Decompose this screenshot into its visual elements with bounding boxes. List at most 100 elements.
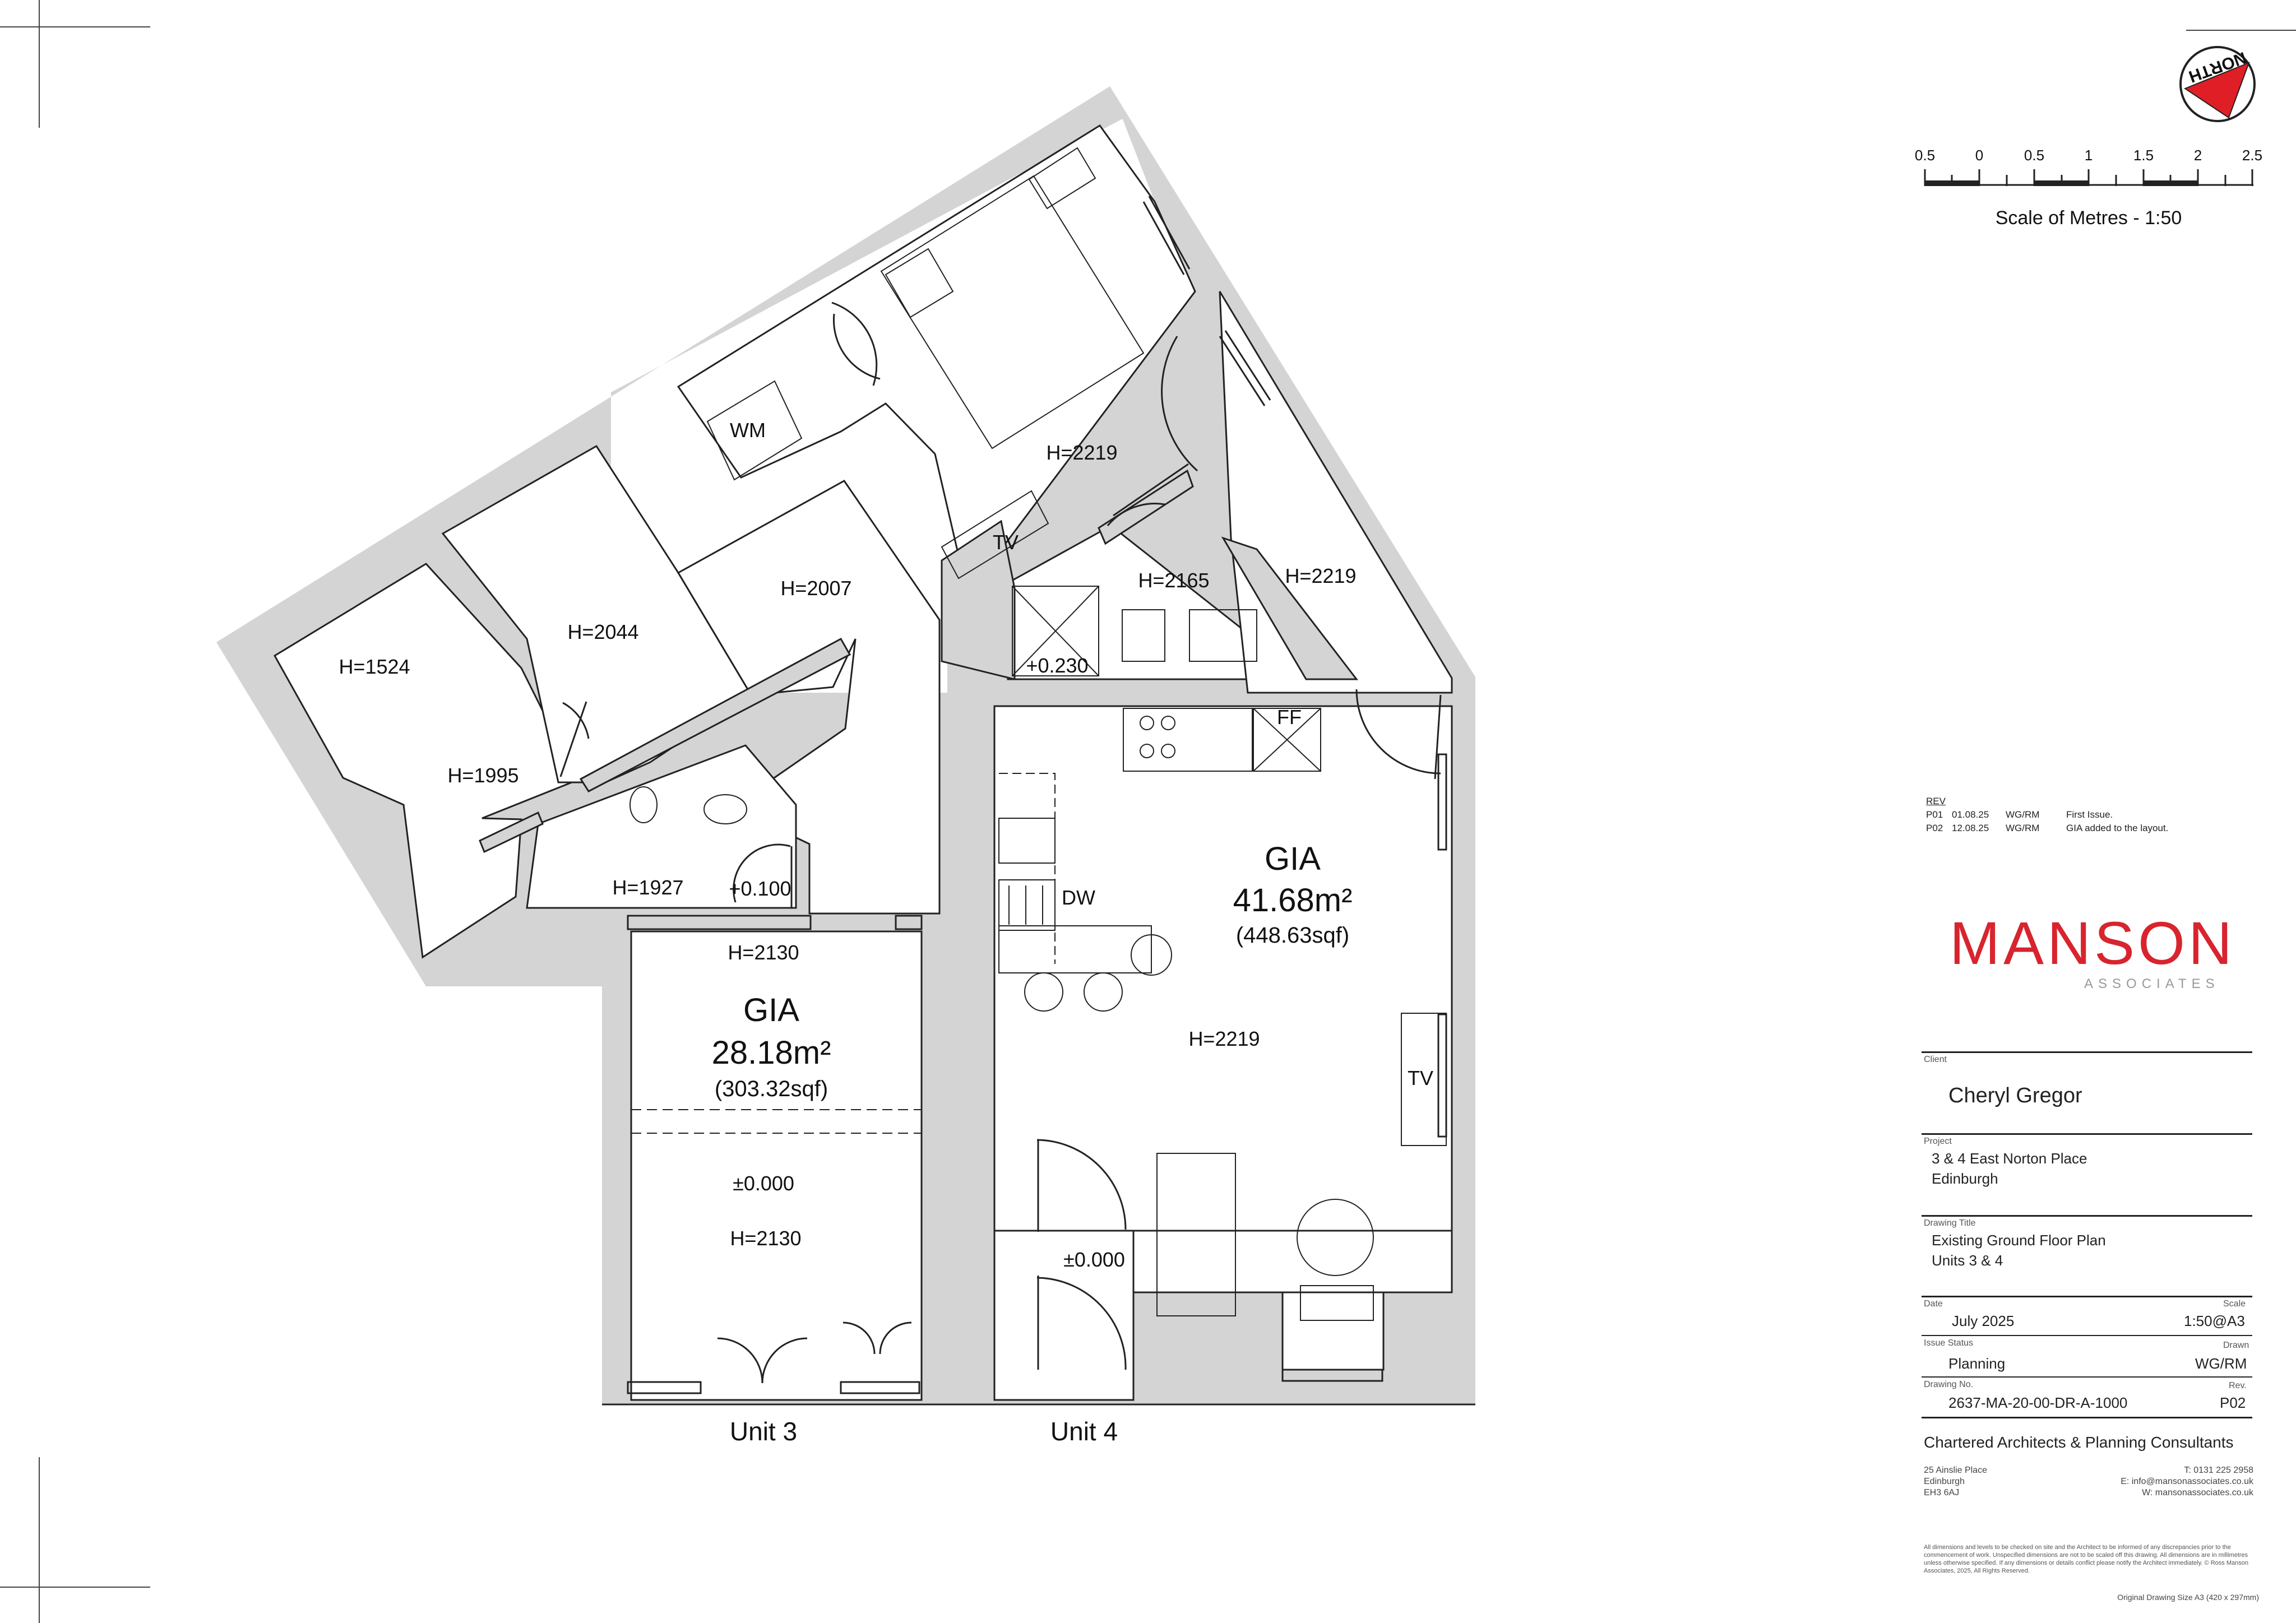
rev-note: GIA added to the layout. (2066, 823, 2169, 833)
unit4-bay (1132, 1230, 1453, 1293)
label-h2044: H=2044 (567, 620, 638, 643)
client-label: Client (1924, 1055, 1947, 1064)
divider (1922, 1133, 2252, 1135)
gia-unit3-label: GIA (743, 992, 799, 1028)
main-tv-unit (1401, 1013, 1447, 1146)
bed (880, 175, 1145, 449)
brand-sub: ASSOCIATES (2084, 976, 2220, 991)
label-p0230: +0.230 (1026, 654, 1088, 677)
date-label: Date (1924, 1299, 1943, 1309)
rev-code: P01 (1926, 809, 1943, 820)
label-h1524: H=1524 (339, 655, 410, 678)
room-h1524 (273, 563, 579, 959)
date-value: July 2025 (1952, 1313, 2015, 1329)
practice: Chartered Architects & Planning Consulta… (1924, 1434, 2234, 1451)
scale-tick-label: 1 (2085, 147, 2093, 164)
label-tv-main: TV (1408, 1066, 1433, 1089)
gia-unit4: GIA 41.68m² (448.63sqf) (1233, 841, 1353, 948)
divider (1922, 1051, 2252, 1053)
scale-tick-label: 0.5 (1915, 147, 1935, 164)
bed-tv-unit (941, 490, 1049, 579)
drawing-no-value: 2637-MA-20-00-DR-A-1000 (1948, 1394, 2128, 1411)
scale-tick-label: 0 (1975, 147, 1983, 164)
label-wm: WM (730, 419, 766, 442)
washing-machine (706, 380, 803, 481)
partitions (479, 469, 1359, 930)
label-h1995: H=1995 (447, 764, 519, 787)
gia-unit4-label: GIA (1265, 841, 1321, 877)
doors (559, 302, 1442, 1384)
revision-header: REV (1926, 796, 1946, 806)
rev-value: P02 (2220, 1394, 2246, 1411)
label-h2007: H=2007 (780, 577, 851, 600)
label-h1927: H=1927 (612, 876, 683, 899)
gia-unit3-area: 28.18m² (712, 1035, 831, 1071)
room-labels: H=1524 H=2044 H=2007 H=1995 H=1927 +0.10… (339, 419, 1433, 1271)
rev-by: WG/RM (2006, 809, 2040, 820)
drawing-title-line1: Existing Ground Floor Plan (1932, 1232, 2106, 1249)
project-line1: 3 & 4 East Norton Place (1932, 1150, 2087, 1167)
unit3-label: Unit 3 (730, 1417, 797, 1446)
gia-unit3: GIA 28.18m² (303.32sqf) (712, 992, 831, 1101)
web-link[interactable]: W: mansonassociates.co.uk (2142, 1488, 2253, 1497)
label-dw: DW (1062, 886, 1095, 909)
rooms (273, 124, 1453, 1401)
revision-row: P01 01.08.25 WG/RM First Issue. (1926, 808, 2168, 822)
project-line2: Edinburgh (1932, 1170, 1998, 1187)
label-pm0000-unit3: ±0.000 (733, 1172, 794, 1195)
drawn-value: WG/RM (2195, 1355, 2247, 1372)
scale-tick-label: 2.5 (2242, 147, 2262, 164)
rev-code: P02 (1926, 823, 1943, 833)
label-h2130-bottom: H=2130 (730, 1227, 801, 1250)
divider (1922, 1335, 2252, 1336)
scale-tick-label: 2 (2194, 147, 2202, 164)
scale-value: 1:50@A3 (2184, 1313, 2245, 1329)
disclaimer: All dimensions and levels to be checked … (1924, 1544, 2248, 1574)
room-hall (1219, 291, 1453, 694)
unit4-main (993, 705, 1453, 1232)
gia-unit4-area: 41.68m² (1233, 882, 1353, 919)
unit4-window-bay (1281, 1291, 1385, 1371)
north-arrow: NORTH (2179, 46, 2256, 122)
divider (1922, 1296, 2252, 1297)
unit4-lobby (993, 1230, 1135, 1401)
rev-date: 01.08.25 (1952, 809, 1989, 820)
label-h2219-main: H=2219 (1188, 1027, 1260, 1050)
rev-label: Rev. (2229, 1381, 2247, 1390)
scale-tick-label: 1.5 (2133, 147, 2154, 164)
project-label: Project (1924, 1137, 1952, 1146)
label-h2130-top: H=2130 (728, 941, 799, 964)
drawing-title-label: Drawing Title (1924, 1218, 1976, 1228)
rev-note: First Issue. (2066, 809, 2113, 820)
scale-label: Scale (2223, 1299, 2246, 1309)
address-line1: 25 Ainslie Place (1924, 1466, 1987, 1475)
unit3-room (630, 930, 923, 1401)
divider (1922, 1417, 2252, 1418)
drawing-no-label: Drawing No. (1924, 1380, 1974, 1389)
fixtures (629, 147, 1447, 1321)
label-p0100: +0.100 (729, 877, 791, 900)
room-h2044 (441, 444, 753, 783)
scale-title: Scale of Metres - 1:50 (1996, 207, 2182, 229)
label-tv-bed: TV (993, 531, 1019, 554)
contact: T: 0131 225 2958 E: info@mansonassociate… (2085, 1465, 2253, 1499)
scale-bar: 0.5 0 0.5 1 1.5 2 2.5 Scale of Metres - … (1915, 147, 2262, 229)
email-link[interactable]: E: info@mansonassociates.co.uk (2121, 1477, 2253, 1486)
label-pm0000-unit4: ±0.000 (1063, 1248, 1125, 1271)
rev-by: WG/RM (2006, 823, 2040, 833)
divider (1922, 1376, 2252, 1378)
client-name: Cheryl Gregor (1948, 1084, 2082, 1107)
issue-status-value: Planning (1948, 1355, 2006, 1372)
address: 25 Ainslie Place Edinburgh EH3 6AJ (1924, 1465, 1987, 1499)
label-h2219-hall: H=2219 (1285, 564, 1356, 587)
room-h1927 (526, 744, 797, 909)
label-h2165: H=2165 (1138, 569, 1209, 592)
divider (1922, 1215, 2252, 1217)
gia-unit3-sqft: (303.32sqf) (715, 1077, 828, 1101)
brand-logo: MANSON (1950, 909, 2236, 977)
issue-status-label: Issue Status (1924, 1338, 1974, 1348)
drawn-label: Drawn (2223, 1341, 2249, 1350)
